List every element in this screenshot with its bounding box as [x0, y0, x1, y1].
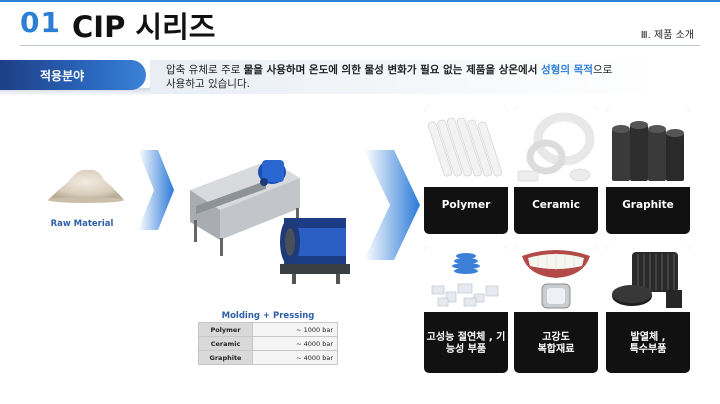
desc-part-5: 사용하고 있습니다.: [166, 78, 250, 90]
process-table-title: Molding + Pressing: [221, 311, 315, 321]
pill-shadow: [0, 88, 150, 96]
desc-highlight: 성형의 목적: [541, 64, 593, 76]
graphite-blocks-image: [606, 107, 690, 187]
section-number: 01: [20, 6, 61, 39]
cip-machine-image: [190, 160, 350, 284]
product-label: Polymer: [441, 199, 491, 211]
polymer-rods-image: [424, 107, 508, 187]
product-label: Ceramic: [532, 199, 580, 211]
pressure-cell: ~ 4000 bar: [252, 350, 338, 365]
description-background: [150, 60, 658, 94]
product-label: 고강도 복합재료: [537, 331, 575, 355]
product-tile-composite: 고강도 복합재료: [514, 246, 598, 373]
heater-elements-image: [606, 246, 690, 312]
product-label: 고성능 절연체 , 기능성 부품: [426, 331, 506, 355]
pressure-cell: ~ 1000 bar: [252, 322, 338, 337]
material-cell: Ceramic: [198, 336, 253, 351]
insulator-parts-image: [424, 246, 508, 312]
arrow-right-icon: [364, 150, 420, 260]
teeth-watch-image: [514, 246, 598, 312]
title-divider: [20, 45, 700, 46]
material-cell: Graphite: [198, 350, 253, 365]
powder-pile-image: [48, 169, 124, 203]
product-tile-heater: 발열체 , 특수부품: [606, 246, 690, 373]
arrow-right-icon: [138, 150, 174, 230]
product-label: 발열체 , 특수부품: [629, 331, 667, 355]
material-cell: Polymer: [198, 322, 253, 337]
top-rule: [0, 0, 720, 2]
ceramic-rings-image: [514, 107, 598, 187]
desc-part-1: 압축 유체로 주로: [166, 64, 244, 76]
section-label: Ⅲ. 제품 소개: [640, 30, 694, 41]
desc-part-4: 으로: [592, 64, 613, 76]
desc-part-2: 물을 사용하며 온도에 의한 물성 변화가 필요 없는 제품을 상온에서: [243, 64, 542, 76]
table-row: Polymer ~ 1000 bar: [198, 322, 338, 337]
product-tile-ceramic: Ceramic: [514, 107, 598, 234]
application-pill: 적용분야: [0, 60, 146, 90]
table-row: Ceramic ~ 4000 bar: [198, 336, 338, 351]
pressure-table: Polymer ~ 1000 bar Ceramic ~ 4000 bar Gr…: [198, 322, 338, 365]
pressure-cell: ~ 4000 bar: [252, 336, 338, 351]
product-tile-insulator: 고성능 절연체 , 기능성 부품: [424, 246, 508, 373]
application-label: 적용분야: [40, 68, 85, 83]
raw-material-label: Raw Material: [50, 219, 114, 229]
product-tile-graphite: Graphite: [606, 107, 690, 234]
product-label: Graphite: [622, 199, 674, 211]
table-row: Graphite ~ 4000 bar: [198, 350, 338, 365]
application-description: 압축 유체로 주로 물을 사용하며 온도에 의한 물성 변화가 필요 없는 제품…: [166, 63, 666, 91]
page-title: CIP 시리즈: [72, 10, 216, 44]
product-tile-polymer: Polymer: [424, 107, 508, 234]
